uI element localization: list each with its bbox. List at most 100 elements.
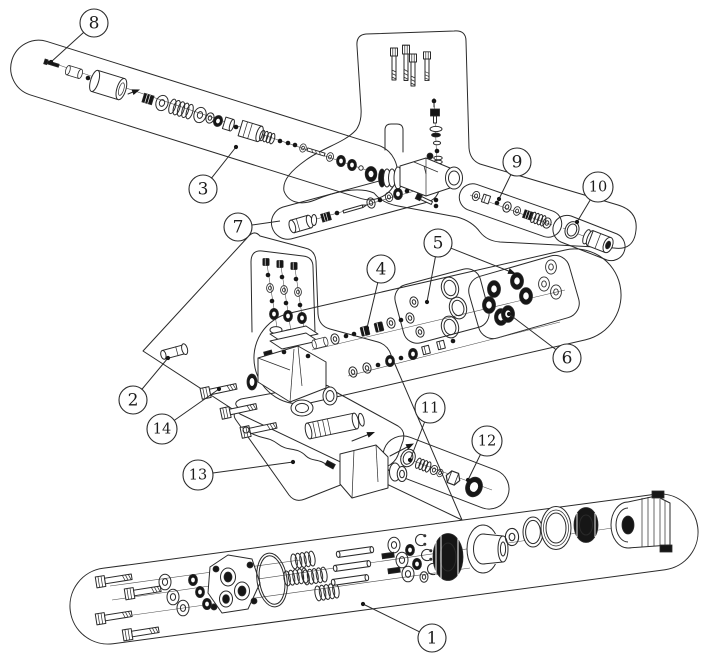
group-outline-9 xyxy=(458,183,563,238)
group-outline-10 xyxy=(552,214,626,262)
callout-label: 10 xyxy=(589,180,607,196)
callout-balloon-3 xyxy=(188,174,218,204)
callout-label: 3 xyxy=(198,180,209,200)
leader-dot xyxy=(364,325,370,331)
callout-leader-8 xyxy=(50,32,84,63)
callout-leader-9 xyxy=(498,174,512,200)
thin-ring xyxy=(522,516,544,548)
callout-label: 7 xyxy=(233,218,244,238)
callout-label: 8 xyxy=(89,14,100,34)
callout-balloon-5 xyxy=(423,228,453,258)
callout-label: 14 xyxy=(153,422,171,438)
callout-label: 1 xyxy=(427,629,438,649)
callout-balloon-2 xyxy=(118,385,148,415)
small-screw xyxy=(414,192,434,205)
callout-balloon-14 xyxy=(146,413,178,445)
parts-group-1 xyxy=(94,490,673,642)
callout-balloon-1 xyxy=(417,623,447,653)
callout-balloon-9 xyxy=(502,147,532,177)
ribbed-seal-ring xyxy=(432,533,464,581)
head-o-ring xyxy=(256,552,288,608)
wire xyxy=(248,431,329,467)
parts-group-top-center xyxy=(378,44,463,209)
parts-group-13 xyxy=(242,412,416,499)
callout-label: 11 xyxy=(421,401,439,417)
leader-arrow xyxy=(507,268,516,274)
group-outline-5 xyxy=(253,248,622,405)
o-ring xyxy=(564,221,580,239)
leader-dot xyxy=(407,457,413,463)
callout-label: 13 xyxy=(189,468,207,484)
cap-cylinder xyxy=(89,69,128,101)
leader-dot xyxy=(233,144,239,150)
callout-leader-4 xyxy=(366,282,379,329)
callout-label: 5 xyxy=(433,234,444,254)
leader-dot xyxy=(165,355,171,361)
parts-group-2 xyxy=(160,258,338,439)
grooved-ring xyxy=(540,506,572,550)
callout-balloon-12 xyxy=(471,425,503,457)
pin-rod xyxy=(342,204,367,214)
valve-plate xyxy=(207,554,261,614)
leader-dot xyxy=(574,219,580,225)
pump-head xyxy=(246,325,338,417)
parts-group-6 xyxy=(482,259,562,326)
group-outline-finger xyxy=(250,250,316,333)
callout-balloon-10 xyxy=(582,171,614,203)
callout-label: 6 xyxy=(562,349,573,369)
parts-group-3 xyxy=(43,58,378,183)
parts-group-7 xyxy=(288,187,410,234)
callout-leader-7 xyxy=(251,220,281,226)
callout-label: 2 xyxy=(128,391,139,411)
stepped-hub xyxy=(466,524,509,574)
assembly-arrow-1 xyxy=(351,429,377,442)
callout-balloon-7 xyxy=(223,212,253,242)
callout-leader-2 xyxy=(141,357,169,390)
microswitch-cylinder xyxy=(304,412,365,440)
o-ring xyxy=(400,448,416,468)
callout-leader-5 xyxy=(426,256,436,303)
leader-dot xyxy=(216,386,222,392)
stepped-coupler xyxy=(582,229,614,254)
valve-cartridge xyxy=(237,119,264,143)
parts-group-10 xyxy=(564,221,614,254)
callout-balloon-8 xyxy=(79,8,109,38)
fitting xyxy=(160,343,189,360)
callout-leader-10 xyxy=(576,199,591,223)
axis-lines xyxy=(49,61,669,619)
parts-group-4 xyxy=(310,316,456,379)
callout-leader-14 xyxy=(173,388,220,421)
callout-label: 12 xyxy=(478,434,496,450)
bearing-flange-housing xyxy=(610,490,673,553)
callout-label: 9 xyxy=(512,153,523,173)
callout-balloon-11 xyxy=(414,392,446,424)
threaded-rod xyxy=(306,147,326,157)
leader-dot xyxy=(48,59,54,65)
valve-stack xyxy=(429,98,443,173)
callout-label: 4 xyxy=(376,260,387,280)
callout-leader-13 xyxy=(212,461,294,474)
u-bracket xyxy=(384,123,404,153)
leader-dot xyxy=(506,311,512,317)
leader-dot xyxy=(424,299,430,305)
unloader-valve-body xyxy=(378,152,463,203)
callout-balloon-4 xyxy=(366,254,396,284)
callout-balloon-6 xyxy=(552,343,582,373)
group-outline-11 xyxy=(382,435,510,510)
callout-balloon-13 xyxy=(182,459,214,491)
assembly-arrow-2 xyxy=(389,440,416,457)
leader-dot xyxy=(496,196,502,202)
solenoid-box xyxy=(339,444,408,499)
group-outline-1 xyxy=(69,493,699,645)
group-outline-3 xyxy=(10,39,398,201)
leader-dot xyxy=(465,477,471,483)
leader-dot xyxy=(360,601,366,607)
piston-rod xyxy=(335,546,375,558)
callout-leader-6 xyxy=(508,313,557,350)
leader-dot xyxy=(290,459,296,465)
group-outline-2 xyxy=(142,232,463,521)
piston-cylinder xyxy=(288,214,314,234)
flow-arrow xyxy=(127,86,142,96)
